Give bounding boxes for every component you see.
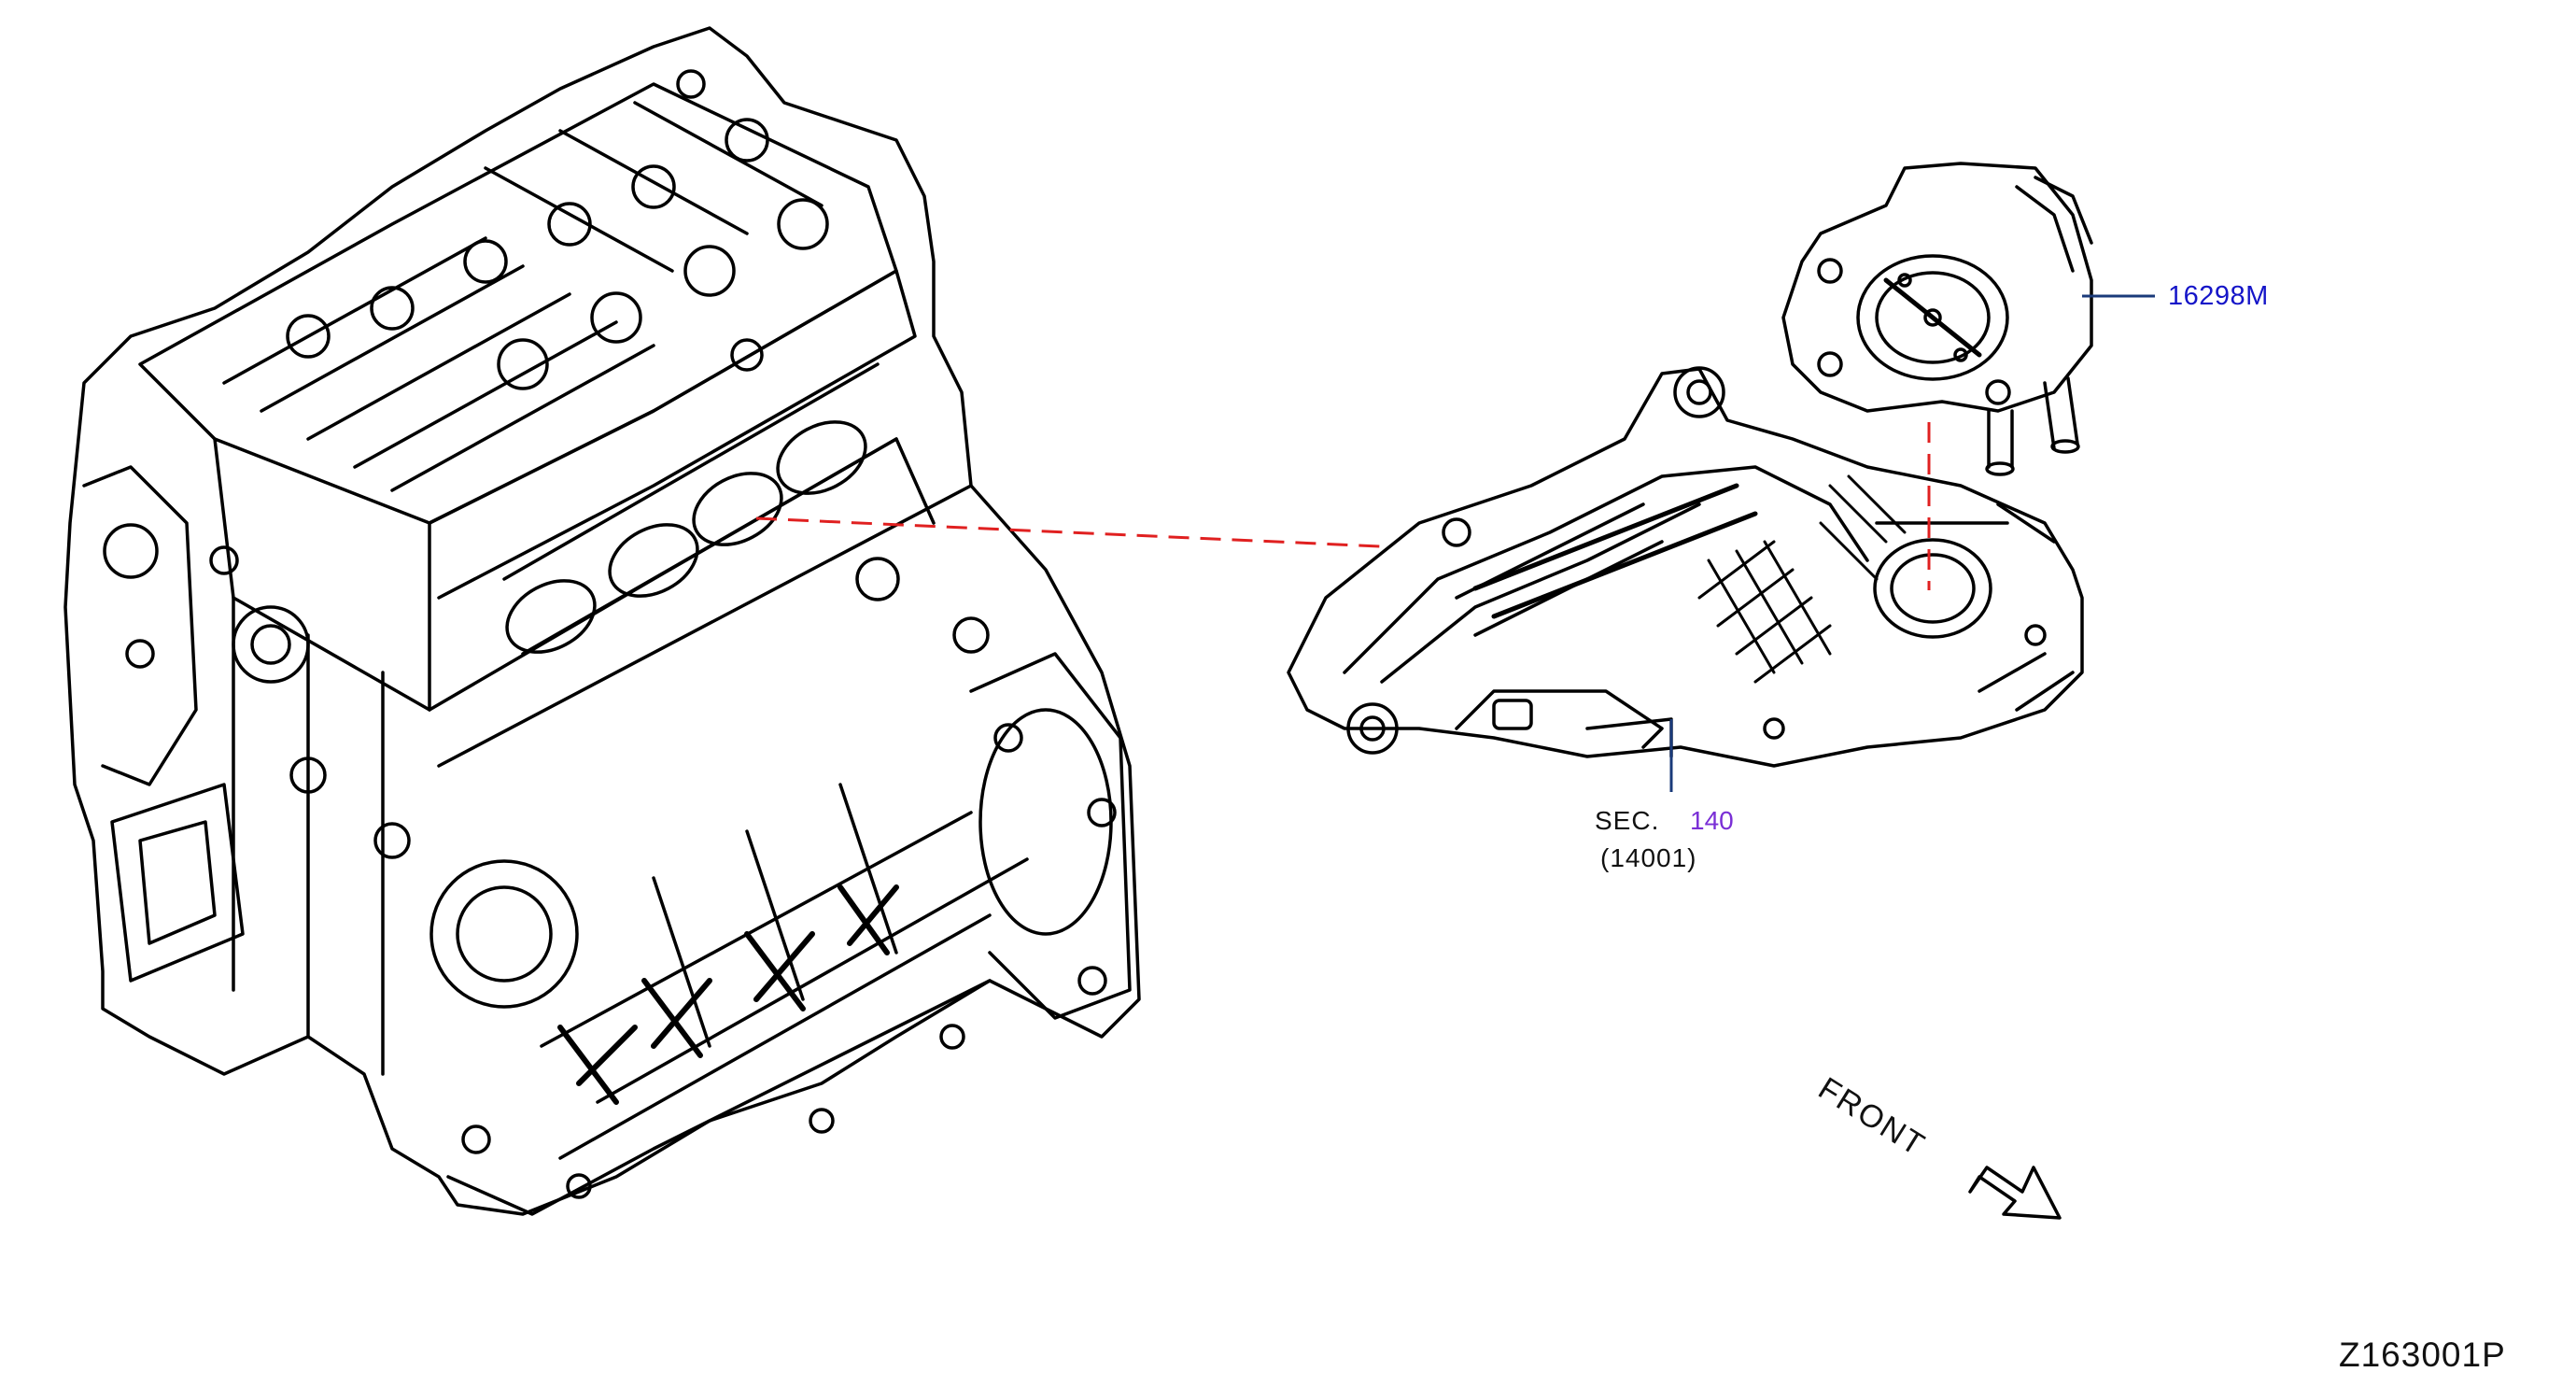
alignment-guides bbox=[755, 422, 1931, 590]
callout-section-label: SEC. bbox=[1595, 806, 1660, 835]
arrow-down-right-icon bbox=[1968, 1166, 2062, 1220]
callout-section-number[interactable]: 140 bbox=[1690, 806, 1734, 835]
intake-manifold-illustration bbox=[1287, 366, 2084, 768]
leader-lines bbox=[1669, 294, 2155, 792]
callout-part-number-16298M[interactable]: 16298M bbox=[2168, 281, 2269, 311]
engine-block-illustration bbox=[63, 26, 1141, 1216]
callout-section-subpart: (14001) bbox=[1600, 843, 1697, 872]
diagram-id: Z163001P bbox=[2339, 1336, 2506, 1374]
guide-block-to-manifold bbox=[755, 516, 1381, 548]
throttle-body-illustration bbox=[1781, 162, 2093, 476]
